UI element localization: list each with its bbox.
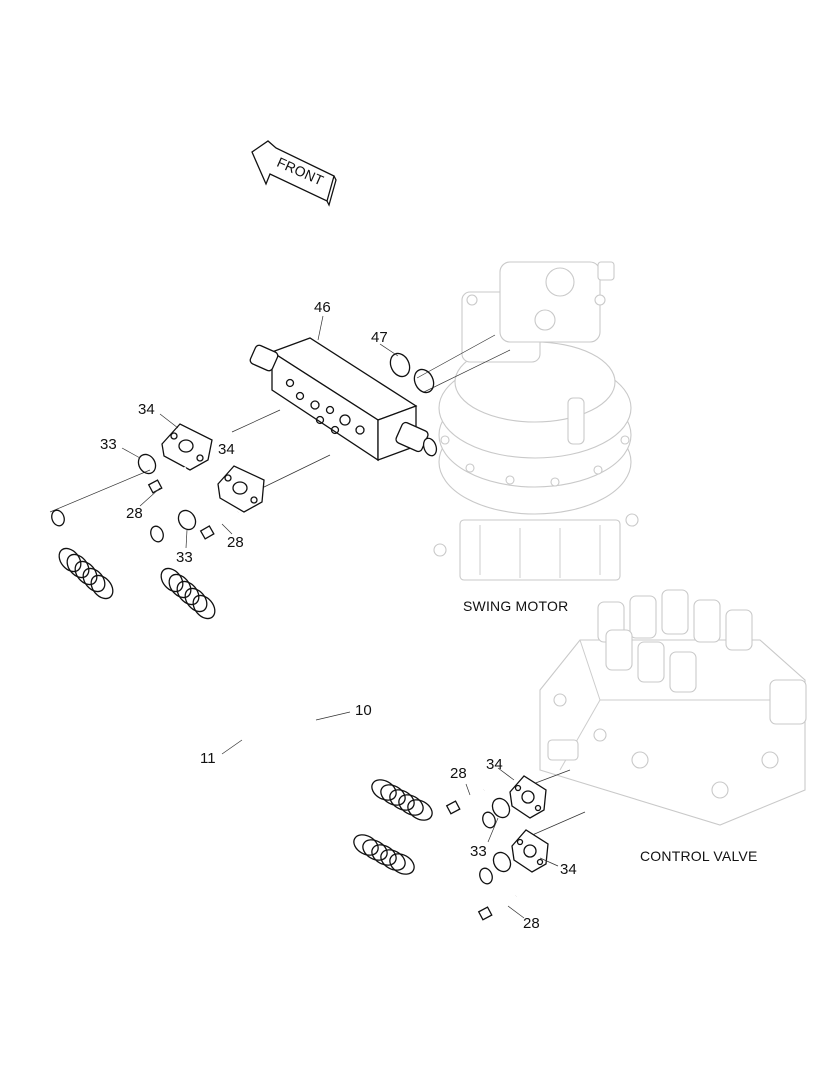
swing-motor-label: SWING MOTOR <box>463 598 568 614</box>
callout-11: 11 <box>200 750 216 767</box>
part-46-valve-block <box>249 337 438 462</box>
part-28-bolt-upper-2 <box>199 510 239 540</box>
control-valve-label: CONTROL VALVE <box>640 848 757 864</box>
part-28-bolt-lower-2 <box>477 894 517 921</box>
part-10-hose <box>137 525 496 834</box>
part-33-oring-lower-2 <box>492 851 512 873</box>
callouts: 46 47 34 34 33 33 28 28 10 11 28 34 33 3… <box>100 299 577 932</box>
callout-28-lower-2: 28 <box>523 915 540 932</box>
part-28-bolt-lower-1 <box>445 788 485 815</box>
part-34-flange-upper-1 <box>161 423 213 471</box>
callout-33-lower: 33 <box>470 843 487 860</box>
part-34-flange-upper-2 <box>217 465 265 513</box>
leader-lines <box>49 334 586 837</box>
callout-leaders <box>121 315 559 919</box>
callout-34-lower-1: 34 <box>486 756 503 773</box>
part-33-oring-upper-1 <box>137 453 157 475</box>
part-34-flange-lower-1 <box>509 775 547 819</box>
part-34-flange-lower-2 <box>511 829 549 873</box>
part-28-bolt-upper-1 <box>147 466 187 494</box>
callout-34-upper-2: 34 <box>218 441 235 458</box>
callout-47: 47 <box>371 329 388 346</box>
callout-46: 46 <box>314 299 331 316</box>
front-arrow: FRONT <box>251 140 337 207</box>
callout-33-upper-1: 33 <box>100 436 117 453</box>
callout-34-upper-1: 34 <box>138 401 155 418</box>
callout-28-upper-2: 28 <box>227 534 244 551</box>
part-11-hose <box>28 509 494 886</box>
callout-34-lower-2: 34 <box>560 861 577 878</box>
control-valve-ghost <box>539 589 807 826</box>
callout-28-upper-1: 28 <box>126 505 143 522</box>
part-33-oring-lower-1 <box>491 797 511 819</box>
callout-10: 10 <box>355 702 372 719</box>
callout-33-upper-2: 33 <box>176 549 193 566</box>
swing-motor-ghost <box>433 261 639 581</box>
part-33-oring-upper-2 <box>177 509 197 531</box>
callout-28-lower-1: 28 <box>450 765 467 782</box>
